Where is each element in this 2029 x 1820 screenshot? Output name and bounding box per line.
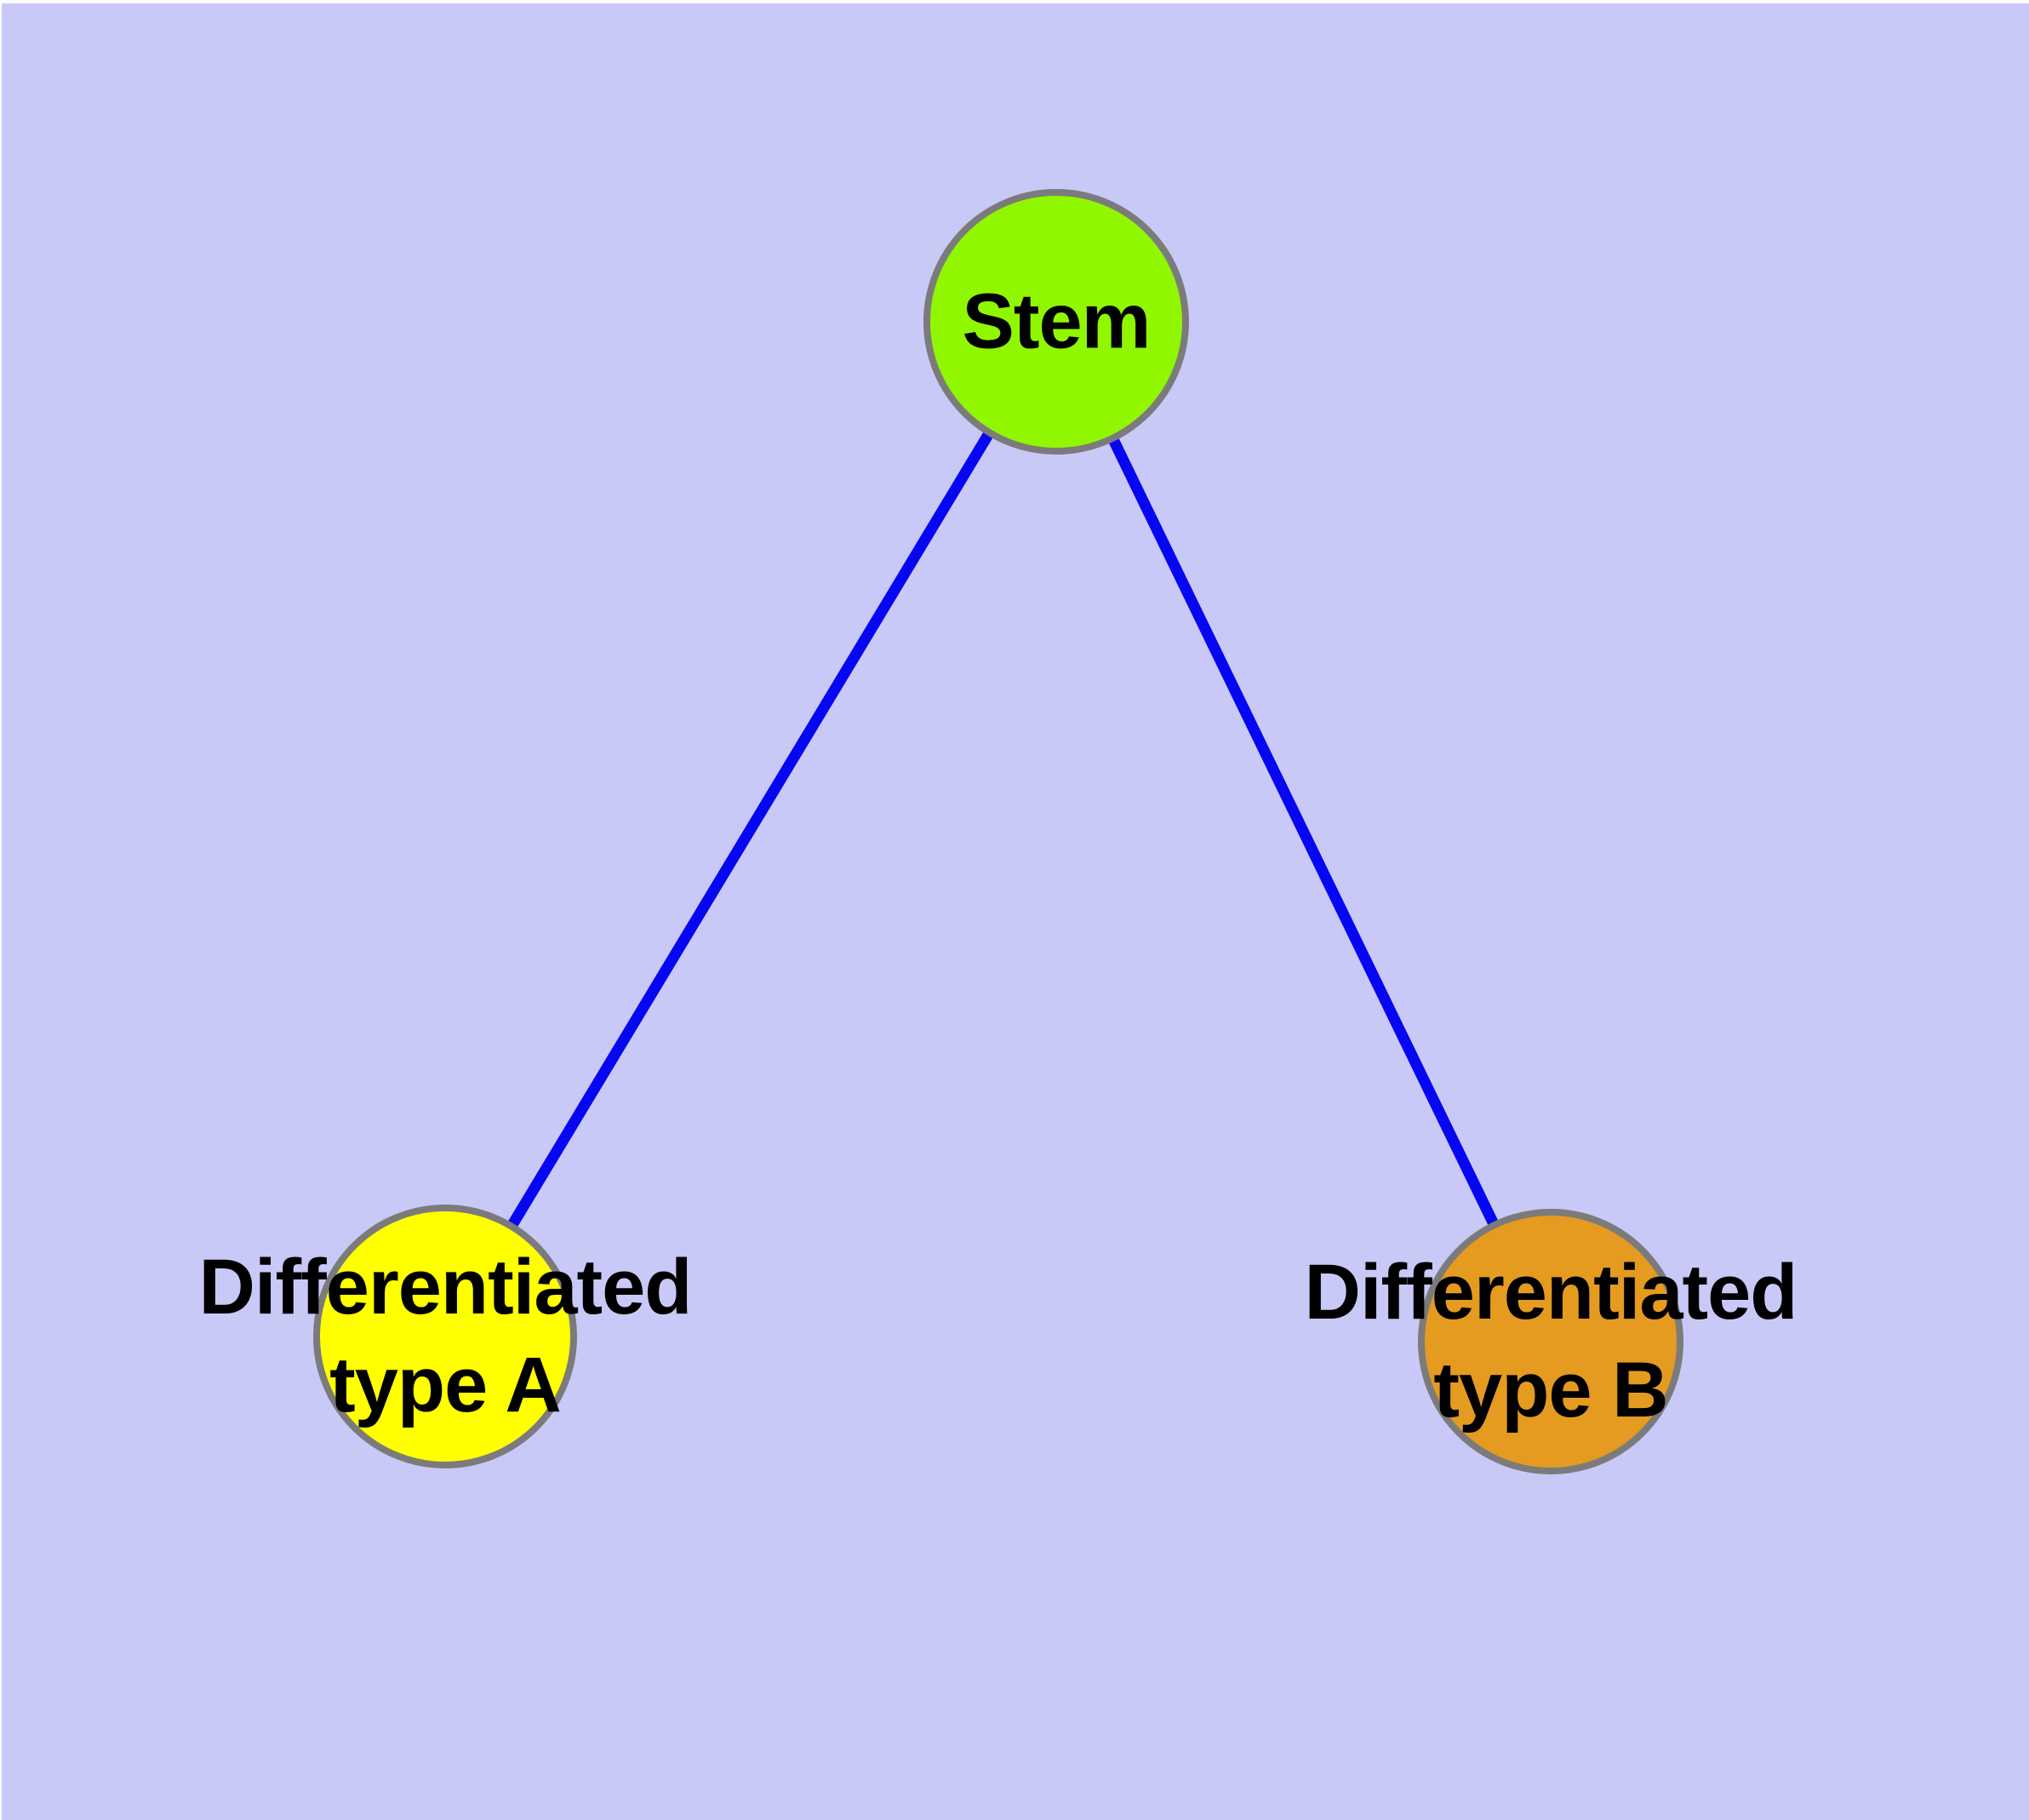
edge-stem-to-type-b: [1051, 319, 1556, 1344]
node-type-b-circle: [1418, 1209, 1683, 1474]
node-label-type-b-line2: type B: [1433, 1347, 1668, 1434]
node-type-a-circle: [313, 1205, 577, 1468]
graph-svg: [313, 189, 1683, 1474]
node-label-type-b-line1: Differentiated: [1304, 1249, 1798, 1336]
node-label-type-b: Differentiated type B: [1305, 1244, 1798, 1439]
plot-canvas: Stem Differentiated type A Differentiate…: [2, 3, 2029, 1820]
node-label-stem: Stem: [962, 273, 1152, 371]
node-label-type-a-line2: type A: [329, 1342, 562, 1428]
node-stem-circle: [923, 189, 1189, 455]
node-label-type-a: Differentiated type A: [198, 1239, 693, 1434]
node-label-stem-line1: Stem: [962, 278, 1152, 365]
edge-stem-to-type-a: [440, 318, 1061, 1340]
node-label-type-a-line1: Differentiated: [198, 1244, 693, 1331]
